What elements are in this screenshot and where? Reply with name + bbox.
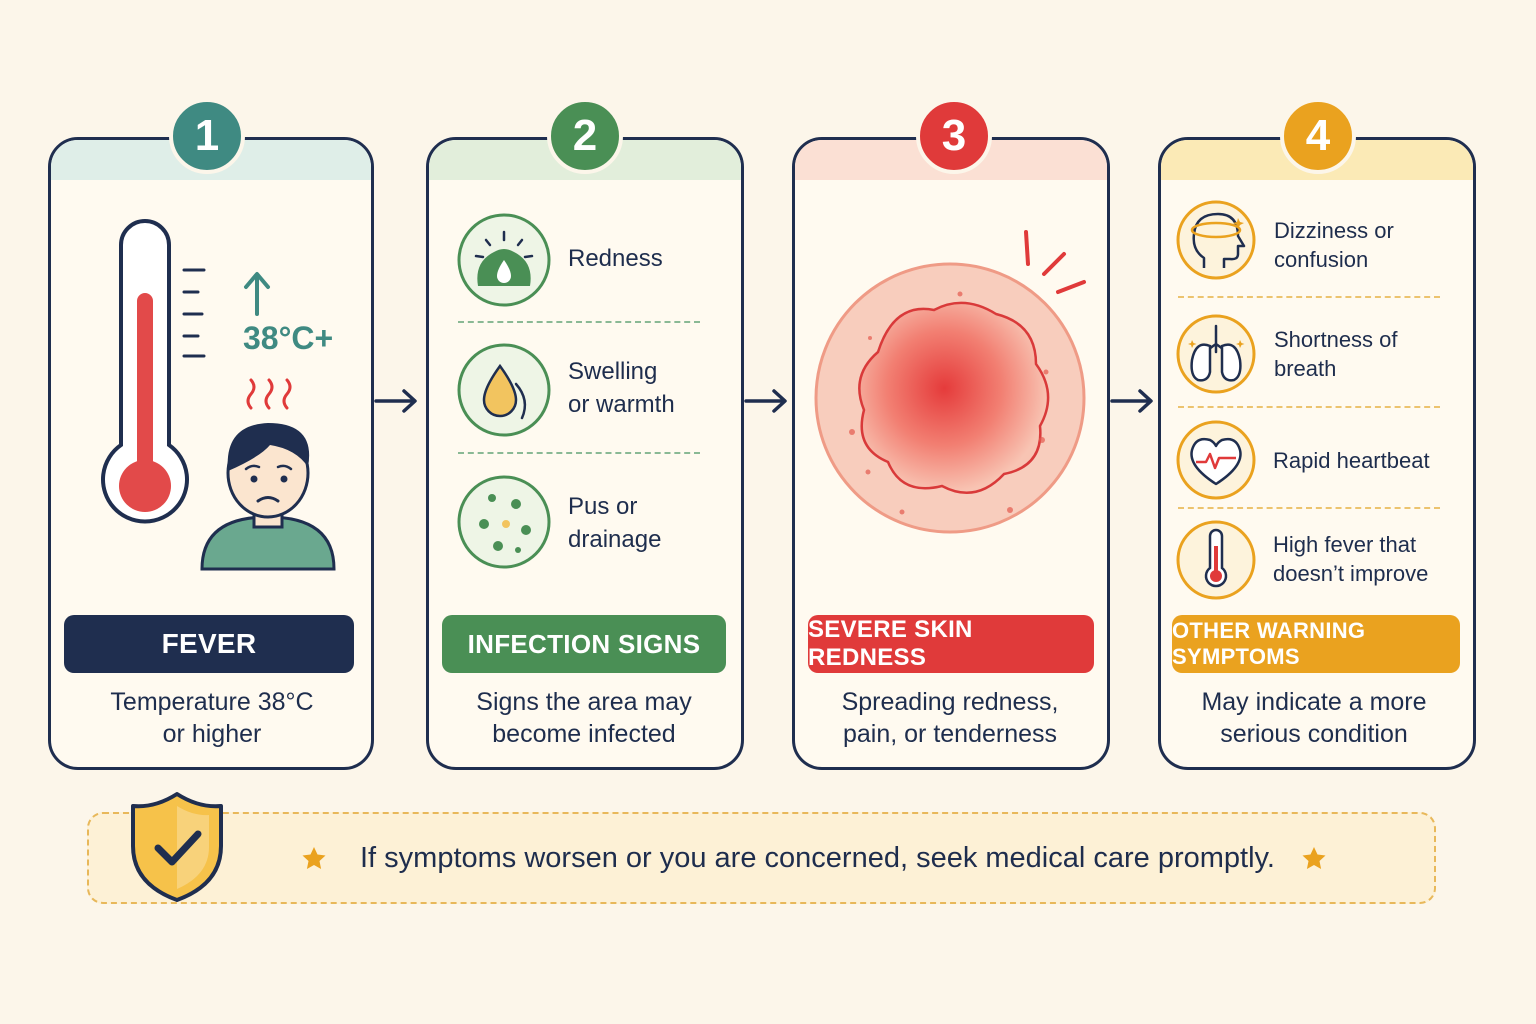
skin-redness-icon [814, 230, 1086, 534]
step-desc-fever-line2: or higher [162, 720, 262, 748]
sick-person-icon [200, 423, 336, 571]
warning-item-breath-line2: breath [1274, 356, 1337, 381]
step-desc-infection-line1: Signs the area may [476, 688, 692, 716]
star-icon [302, 847, 326, 869]
scale-ticks-icon [182, 268, 206, 358]
warning-item-fever-line1: High fever that [1273, 532, 1417, 557]
redness-icon [457, 213, 551, 307]
step-desc-fever-line1: Temperature 38°C [110, 688, 314, 716]
warning-item-breath-line1: Shortness of [1274, 327, 1398, 352]
step-badge-1: 1 [169, 98, 245, 174]
dots-icon [457, 475, 551, 569]
arrow-up-icon [244, 272, 270, 316]
divider [458, 452, 700, 454]
divider [458, 321, 700, 323]
step-desc-redness-line1: Spreading redness, [841, 688, 1059, 716]
step-desc-redness-line2: pain, or tenderness [842, 720, 1058, 748]
infection-item-redness: Redness [568, 245, 663, 272]
divider [1178, 296, 1440, 298]
shield-check-icon [131, 792, 223, 902]
step-desc-warning-line2: serious condition [1220, 720, 1408, 748]
star-icon [1302, 847, 1326, 869]
heat-waves-icon [246, 378, 292, 410]
step-badge-2: 2 [547, 98, 623, 174]
head-dizzy-icon [1176, 200, 1256, 280]
step-badge-3: 3 [916, 98, 992, 174]
infection-item-pus-line1: Pus or [568, 493, 638, 520]
step-title-severe-skin-redness: SEVERE SKIN REDNESS [808, 615, 1094, 673]
heartbeat-icon [1176, 420, 1256, 500]
droplet-icon [457, 343, 551, 437]
warning-item-heartbeat-line1: Rapid heartbeat [1273, 448, 1430, 473]
divider [1178, 406, 1440, 408]
step-title-other-warning-symptoms: OTHER WARNING SYMPTOMS [1172, 615, 1460, 673]
thermometer-icon [1176, 520, 1256, 600]
arrow-right-icon [374, 389, 417, 413]
warning-item-dizziness-line2: confusion [1274, 247, 1369, 272]
step-desc-warning-line1: May indicate a more [1201, 688, 1427, 716]
step-title-fever: FEVER [64, 615, 354, 673]
step-desc-infection-line2: become infected [492, 720, 676, 748]
warning-item-dizziness-line1: Dizziness or [1274, 218, 1394, 243]
arrow-right-icon [744, 389, 787, 413]
infection-item-swelling-line2: or warmth [568, 391, 675, 418]
divider [1178, 507, 1440, 509]
temperature-label: 38°C+ [243, 320, 334, 356]
lungs-icon [1176, 314, 1256, 394]
infection-item-pus-line2: drainage [568, 526, 662, 553]
infection-item-swelling-line1: Swelling [568, 358, 658, 385]
advice-text: If symptoms worsen or you are concerned,… [360, 842, 1275, 874]
warning-item-fever-line2: doesn’t improve [1273, 561, 1429, 586]
arrow-right-icon [1110, 389, 1153, 413]
step-title-infection-signs: INFECTION SIGNS [442, 615, 726, 673]
step-badge-4: 4 [1280, 98, 1356, 174]
thermometer-illustration-icon [101, 219, 189, 524]
